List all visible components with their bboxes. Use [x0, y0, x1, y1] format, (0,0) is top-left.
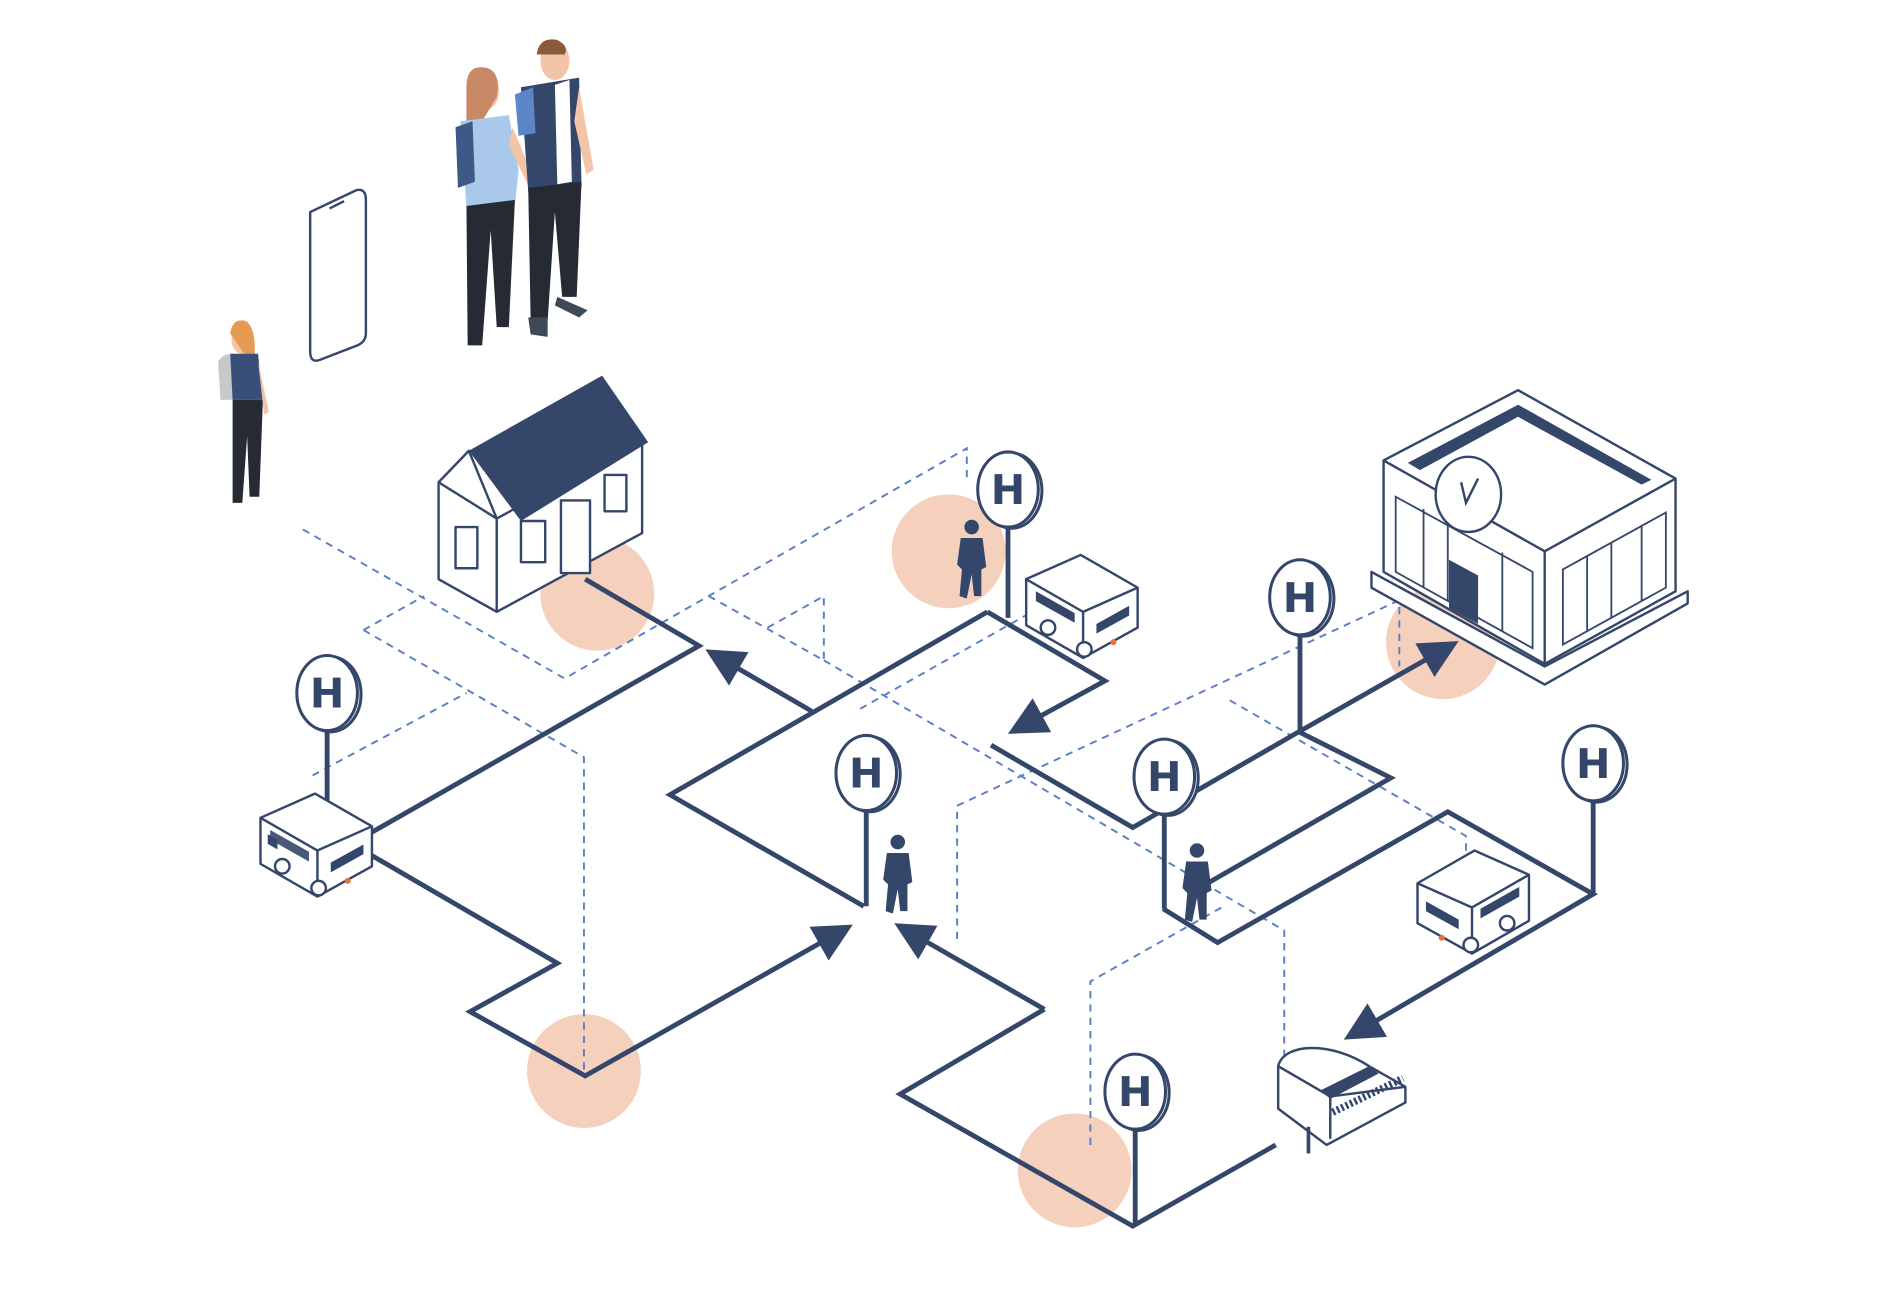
stop-sign-label: H: [1576, 740, 1610, 788]
route-segment: [705, 649, 813, 714]
highlight-circle: [527, 1014, 641, 1128]
stop-sign-label: H: [991, 466, 1025, 514]
stop-sign-label: H: [1283, 574, 1317, 622]
dashed-line: [859, 574, 1097, 710]
route-segment: [1204, 729, 1396, 887]
stop-signs: H H H H H H: [295, 450, 1629, 1227]
dashed-line: [708, 594, 825, 662]
dashed-line: [1229, 699, 1467, 873]
stop-sign[interactable]: H: [1268, 558, 1336, 732]
stop-sign[interactable]: H: [295, 653, 363, 803]
route-segment: [368, 577, 704, 836]
pedestrian-icon: [1182, 843, 1212, 923]
person-woman-backpack: [218, 320, 269, 503]
stop-sign[interactable]: H: [1561, 724, 1629, 895]
highlight-circle: [1017, 1113, 1132, 1228]
stop-sign[interactable]: H: [834, 733, 902, 907]
pedestrian-icon: [883, 834, 913, 914]
pedestrian-icon: [957, 519, 987, 599]
smartphone-icon: [308, 188, 368, 362]
dashed-line: [302, 446, 968, 680]
stop-sign[interactable]: H: [976, 450, 1044, 618]
dashed-line: [1089, 905, 1225, 1145]
stop-sign-label: H: [1118, 1068, 1152, 1116]
bus-icon: [1416, 849, 1531, 955]
dashed-line: [823, 659, 1286, 1067]
route-segment: [989, 641, 1459, 831]
route-segment: [368, 852, 853, 1079]
dashed-line: [362, 595, 425, 631]
route-segment: [1161, 808, 1599, 1040]
bus-icon: [1024, 553, 1139, 660]
bus-icon: [259, 792, 374, 898]
person-man: [514, 39, 594, 337]
dashed-line: [956, 596, 1406, 939]
house-icon: [437, 375, 649, 614]
piano-icon: [1276, 1046, 1407, 1154]
routes: [368, 577, 1599, 1229]
route-segment: [665, 609, 989, 909]
route-segment: [895, 1007, 1277, 1229]
stop-sign[interactable]: H: [1103, 1052, 1171, 1227]
route-segment: [894, 923, 1046, 1012]
route-segment: [986, 609, 1110, 734]
stop-sign-label: H: [1147, 753, 1181, 801]
stop-sign-label: H: [849, 750, 883, 798]
school-building-icon: [1370, 388, 1689, 686]
stop-sign-label: H: [310, 670, 344, 718]
dashed-line: [362, 629, 585, 1072]
dashed-line: [312, 692, 467, 777]
stop-sign[interactable]: H: [1132, 737, 1200, 909]
